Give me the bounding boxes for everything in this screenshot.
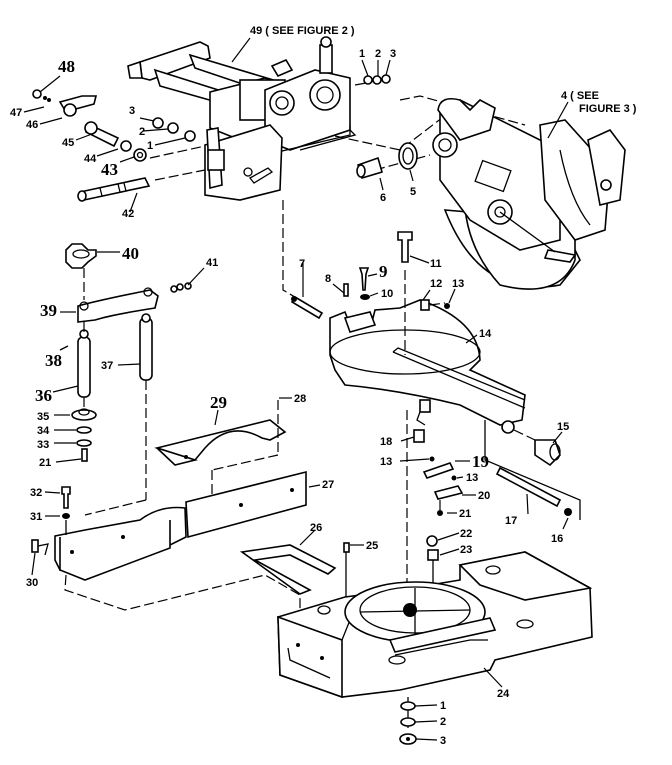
label-38: 38 <box>45 351 62 370</box>
knob-and-rod <box>484 420 581 520</box>
small-parts-center <box>406 399 464 610</box>
label-30: 30 <box>26 577 38 589</box>
fence-bolts <box>31 486 71 556</box>
saw-motor-assembly <box>432 97 626 290</box>
label-35: 35 <box>37 411 49 423</box>
label-3-bottom: 3 <box>440 735 446 747</box>
label-15: 15 <box>557 421 569 433</box>
label-9: 9 <box>379 262 388 281</box>
label-18: 18 <box>380 436 392 448</box>
label-1-bottom: 1 <box>440 700 446 712</box>
label-10: 10 <box>381 288 393 300</box>
label-13-c: 13 <box>466 472 478 484</box>
turntable-arm <box>329 270 526 434</box>
label-11: 11 <box>430 258 442 270</box>
label-32: 32 <box>30 487 42 499</box>
label-49: 49 ( SEE FIGURE 2 ) <box>250 25 355 37</box>
rail-bracket <box>64 542 350 625</box>
nut-washer-set-top <box>363 74 391 85</box>
label-27: 27 <box>322 479 334 491</box>
label-34: 34 <box>37 425 50 437</box>
label-29: 29 <box>210 393 227 412</box>
label-3-top: 3 <box>390 48 396 60</box>
shaft-42 <box>77 177 151 202</box>
label-figure-3: FIGURE 3 ) <box>579 103 637 115</box>
label-2-top: 2 <box>375 48 381 60</box>
label-21-b: 21 <box>459 508 471 520</box>
fence-assembly <box>54 400 307 581</box>
pivot-bracket <box>204 124 283 201</box>
label-19: 19 <box>472 452 489 471</box>
label-7: 7 <box>299 258 305 270</box>
label-17: 17 <box>505 515 517 527</box>
label-46: 46 <box>26 119 38 131</box>
label-8: 8 <box>325 273 331 285</box>
label-2: 2 <box>139 126 145 138</box>
label-48: 48 <box>58 57 75 76</box>
label-13: 13 <box>452 278 464 290</box>
slide-rail-assembly <box>127 36 357 156</box>
label-14: 14 <box>479 328 492 340</box>
label-6: 6 <box>380 192 386 204</box>
part-labels: 49 ( SEE FIGURE 2 ) 4 ( SEE FIGURE 3 ) 4… <box>10 25 637 747</box>
label-37: 37 <box>101 360 113 372</box>
handle-parts <box>32 89 196 162</box>
label-16: 16 <box>551 533 563 545</box>
label-36: 36 <box>35 386 52 405</box>
label-4: 4 ( SEE <box>561 90 599 102</box>
label-41: 41 <box>206 257 218 269</box>
label-25: 25 <box>366 540 378 552</box>
label-1: 1 <box>147 140 153 152</box>
label-40: 40 <box>122 244 139 263</box>
spring-and-spacer <box>356 142 418 179</box>
label-45: 45 <box>62 137 74 149</box>
bottom-washers <box>399 701 417 745</box>
label-12: 12 <box>430 278 442 290</box>
label-43: 43 <box>101 160 118 179</box>
label-44: 44 <box>84 153 97 165</box>
label-31: 31 <box>30 511 42 523</box>
base-assembly <box>277 551 593 728</box>
leader-lines <box>23 37 569 741</box>
label-39: 39 <box>40 301 57 320</box>
label-13-b: 13 <box>380 456 392 468</box>
label-2-bottom: 2 <box>440 716 446 728</box>
label-42: 42 <box>122 208 134 220</box>
label-5: 5 <box>410 186 416 198</box>
label-47: 47 <box>10 107 22 119</box>
arm-assembly <box>65 243 192 323</box>
label-26: 26 <box>310 522 322 534</box>
label-22: 22 <box>460 528 472 540</box>
label-24: 24 <box>497 688 510 700</box>
label-23: 23 <box>460 544 472 556</box>
label-3: 3 <box>129 105 135 117</box>
label-28: 28 <box>294 393 306 405</box>
label-21: 21 <box>39 457 51 469</box>
label-20: 20 <box>478 490 490 502</box>
label-1-top: 1 <box>359 48 365 60</box>
support-posts <box>59 313 153 516</box>
small-parts-mid <box>290 231 450 320</box>
label-33: 33 <box>37 439 49 451</box>
